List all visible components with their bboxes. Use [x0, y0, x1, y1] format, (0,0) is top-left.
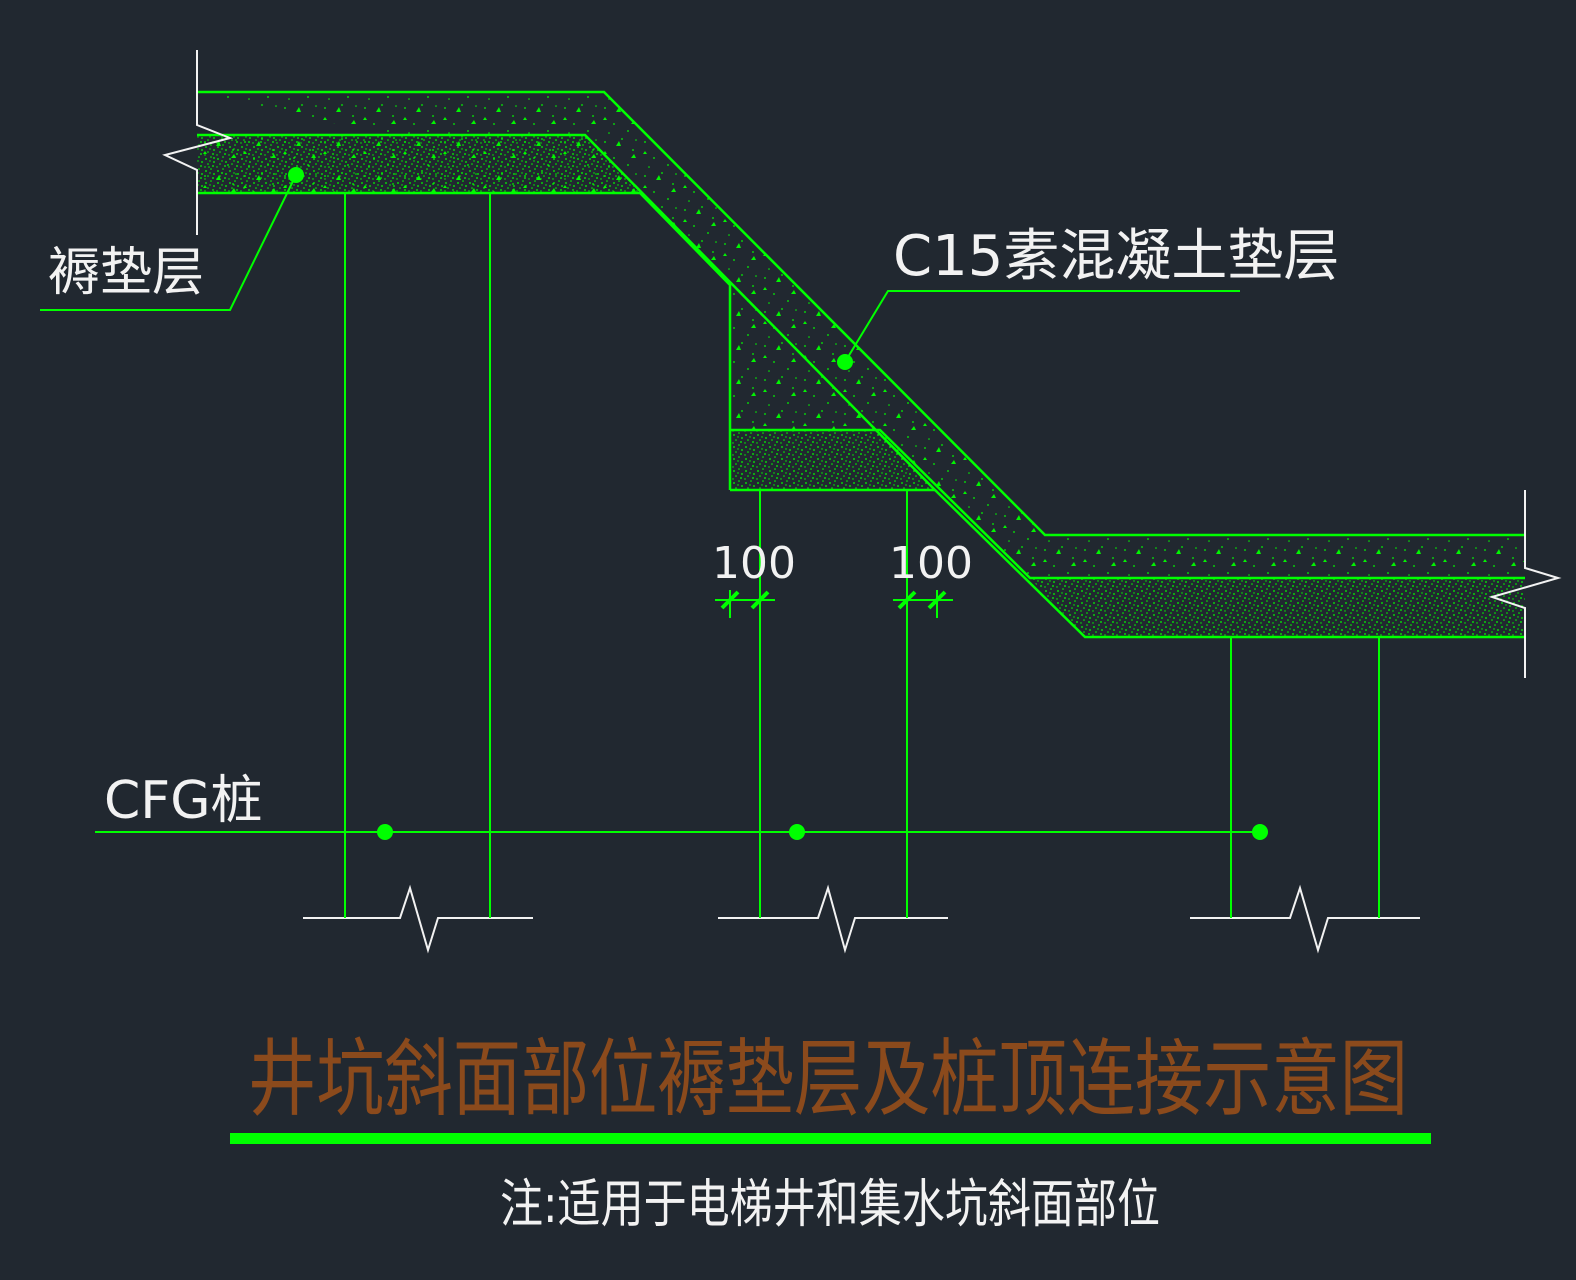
cushion-layer-label: 褥垫层	[48, 243, 204, 303]
break-lines	[162, 50, 1562, 954]
dimension-label-left: 100	[712, 538, 796, 589]
cushion-layer-top	[197, 135, 640, 193]
dimension-label-right: 100	[889, 538, 973, 589]
cushion-layer-bottom	[1030, 578, 1525, 637]
leaders	[40, 174, 1260, 833]
drawing-title: 井坑斜面部位褥垫层及桩顶连接示意图	[248, 1030, 1408, 1128]
cushion-layer-mid	[730, 430, 935, 490]
layer-outlines	[197, 90, 1525, 639]
leader-dots	[288, 167, 1268, 840]
title-underline	[230, 1133, 1431, 1144]
cfg-pile-label: CFG桩	[104, 771, 263, 831]
drawing-note: 注:适用于电梯井和集水坑斜面部位	[500, 1175, 1160, 1235]
concrete-layer-label: C15素混凝土垫层	[893, 224, 1339, 289]
dimension-marks	[715, 590, 953, 618]
cfg-piles	[344, 193, 1380, 918]
